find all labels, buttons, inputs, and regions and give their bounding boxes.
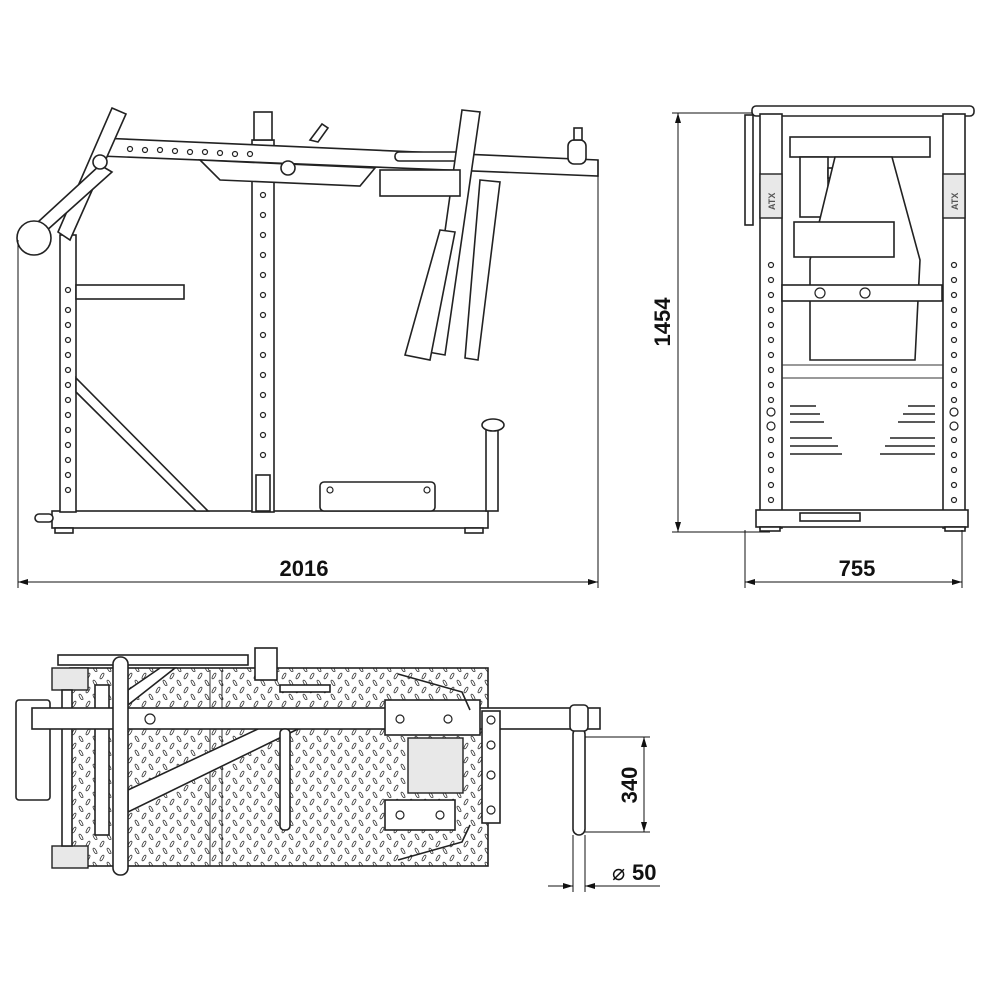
diameter-symbol: ⌀ xyxy=(612,860,625,885)
top-view xyxy=(15,647,601,876)
pin-diameter-label: 50 xyxy=(632,860,656,885)
left-upright xyxy=(59,234,77,513)
length-dimension: 2016 xyxy=(17,160,599,588)
pin-diameter-dimension: ⌀ 50 xyxy=(548,835,660,892)
atx-logo-left: ATX xyxy=(767,193,777,210)
pin-length-dimension: 340 xyxy=(585,736,650,833)
handle-post xyxy=(485,427,499,512)
top-crossbar xyxy=(112,656,129,876)
shoulder-pad xyxy=(379,169,461,197)
front-base xyxy=(755,509,969,528)
pivot-bracket xyxy=(481,710,501,824)
diagonal-brace xyxy=(75,376,210,512)
footplate xyxy=(319,481,436,512)
cross-brace xyxy=(75,284,185,300)
atx-logo-right: ATX xyxy=(950,193,960,210)
height-dimension: 1454 xyxy=(650,112,770,533)
weight-pin xyxy=(572,727,586,836)
left-upright-holes xyxy=(64,286,72,494)
base-rail xyxy=(51,510,489,529)
height-label: 1454 xyxy=(650,297,675,347)
width-dimension: 755 xyxy=(744,530,963,588)
width-label: 755 xyxy=(839,556,876,581)
side-view xyxy=(16,106,599,534)
weight-disc xyxy=(16,220,52,256)
vent-slots xyxy=(790,405,935,455)
front-view: ATX ATX xyxy=(744,105,975,532)
pin-length-label: 340 xyxy=(617,767,642,804)
length-label: 2016 xyxy=(280,556,329,581)
